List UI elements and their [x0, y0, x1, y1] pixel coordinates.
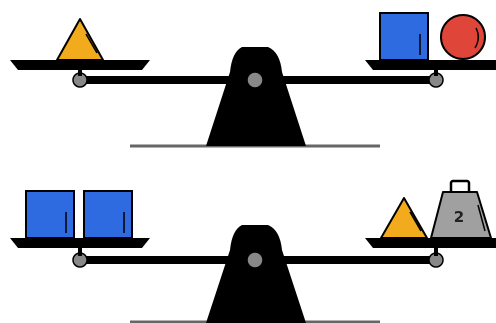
right-pan — [365, 60, 496, 70]
center-pivot — [247, 72, 263, 88]
center-pivot — [247, 252, 263, 268]
triangle-shape — [57, 19, 103, 60]
square-shape — [84, 191, 132, 238]
fulcrum — [206, 47, 306, 146]
square-shape — [26, 191, 74, 238]
circle-shape — [441, 15, 485, 59]
left-pan — [10, 60, 150, 70]
left-pan — [10, 238, 150, 248]
weight-label: 2 — [454, 208, 464, 226]
balance-scale-top — [10, 13, 496, 146]
triangle-shape — [381, 198, 427, 238]
weight-block: 2 — [431, 181, 491, 238]
square-shape — [380, 13, 428, 60]
right-pan — [365, 238, 496, 248]
fulcrum — [206, 225, 306, 323]
balance-scale-bottom: 2 — [10, 181, 496, 323]
